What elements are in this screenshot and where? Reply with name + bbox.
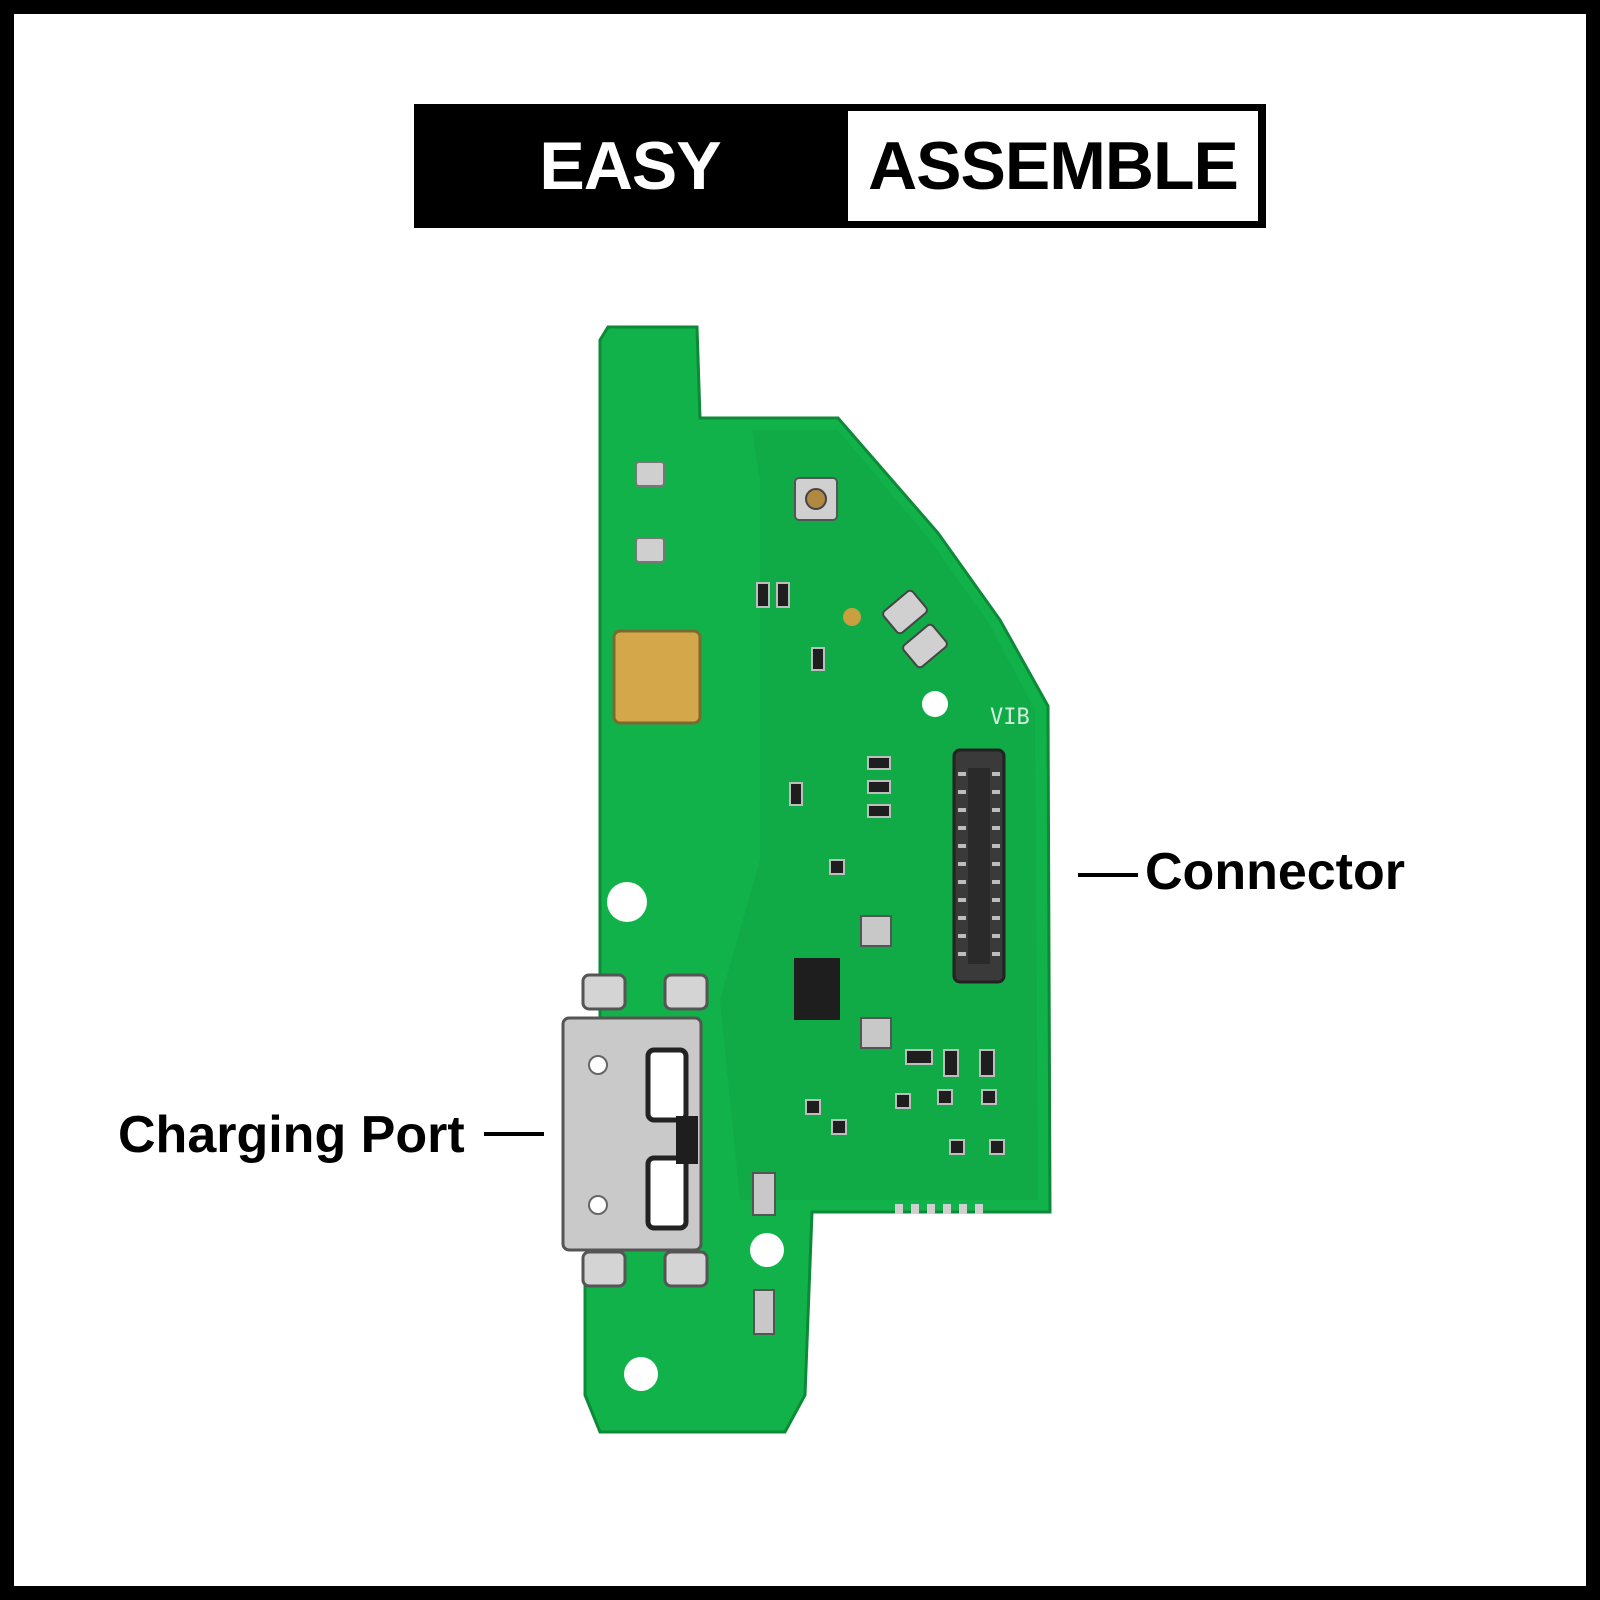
vib-pad (882, 589, 928, 635)
connector-pins (958, 772, 1000, 956)
antenna-pad (635, 461, 665, 487)
banner-easy-text: EASY (539, 128, 721, 204)
vib-pad (902, 623, 948, 669)
antenna-pad (635, 537, 665, 563)
shield-pad (860, 1017, 892, 1049)
microphone (612, 629, 702, 725)
coax-center (805, 488, 827, 510)
board-connector-center (968, 768, 990, 964)
mounting-hole (624, 1357, 658, 1391)
mounting-hole (922, 691, 948, 717)
charging-port-leader-line (484, 1132, 544, 1136)
usb-port-inner (645, 1155, 689, 1231)
usb-rivet (588, 1195, 608, 1215)
connector-label: Connector (1145, 843, 1405, 901)
usb-rivet (588, 1055, 608, 1075)
usb-tab (581, 973, 627, 1011)
title-banner: EASY ASSEMBLE (414, 104, 1266, 228)
edge-pads (895, 1204, 983, 1214)
shield-pad (860, 915, 892, 947)
ic-chip (794, 958, 840, 1020)
mounting-hole (750, 1233, 784, 1267)
mounting-hole (607, 882, 647, 922)
capacitor (752, 1172, 776, 1216)
connector-leader-line (1078, 873, 1138, 877)
smd-components (756, 582, 1005, 1155)
usb-tab (663, 1250, 709, 1288)
usb-port-contacts (676, 1116, 698, 1164)
banner-assemble-text: ASSEMBLE (848, 111, 1258, 221)
usb-port-inner (645, 1047, 689, 1123)
usb-tab (581, 1250, 627, 1288)
usb-tab (663, 973, 709, 1011)
capacitor (753, 1289, 775, 1335)
charging-port-label: Charging Port (118, 1106, 465, 1164)
vib-silkscreen: VIB (990, 705, 1030, 730)
gold-dot (843, 608, 861, 626)
